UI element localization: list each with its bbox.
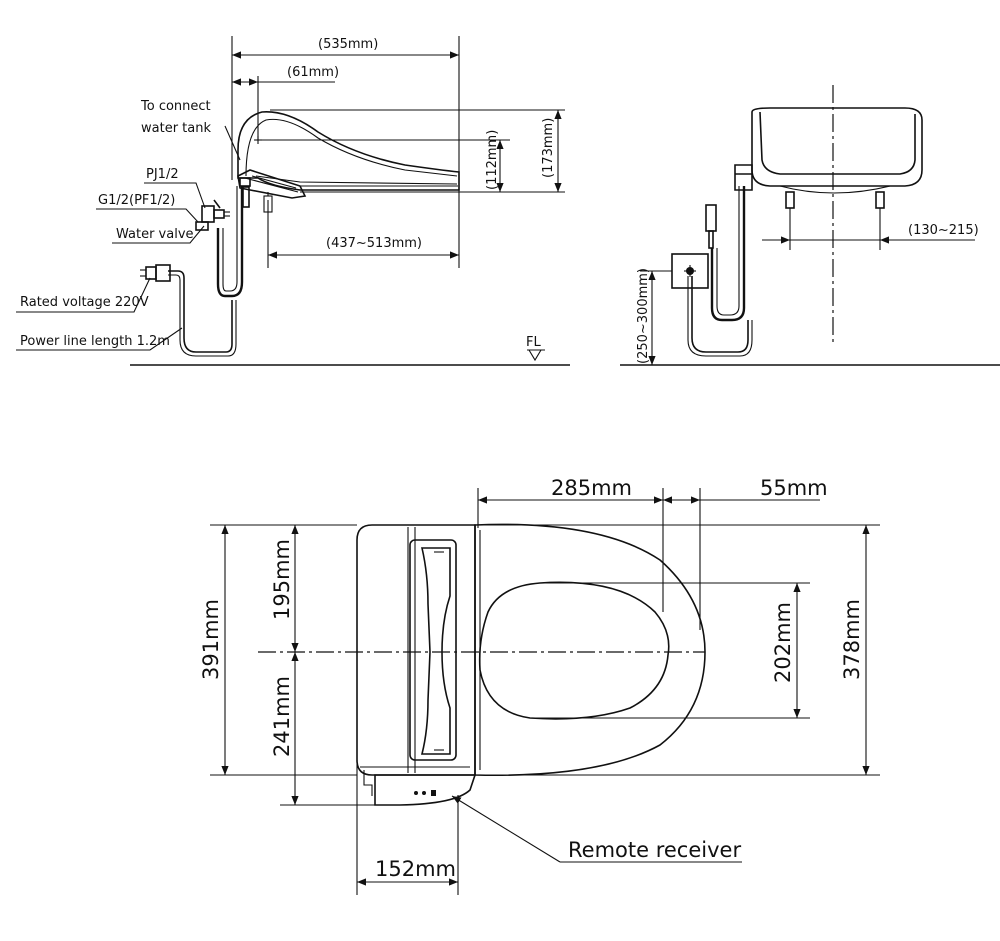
g-thread-label: G1/2(PF1/2) <box>98 193 175 208</box>
dim-130-215-label: (130~215) <box>908 223 979 238</box>
dim-61-label: (61mm) <box>287 65 339 80</box>
connect-label-1: To connect <box>140 99 211 114</box>
seat-side-profile <box>237 111 460 213</box>
side-view: FL (535mm) (61mm) (112mm) (173mm) (437~5… <box>16 36 570 366</box>
water-valve-label: Water valve <box>116 227 194 242</box>
dim-202-label: 202mm <box>771 602 795 683</box>
top-view: 285mm 55mm 391mm 195mm 241mm 202mm 378mm… <box>199 476 880 895</box>
remote-receiver-label: Remote receiver <box>568 838 741 862</box>
main-unit-top <box>356 524 477 806</box>
floor-label: FL <box>526 335 541 350</box>
rear-hose <box>705 186 746 322</box>
dim-152-label: 152mm <box>375 857 456 881</box>
power-length-label: Power line length 1.2m <box>20 334 170 349</box>
dim-241-label: 241mm <box>270 676 294 757</box>
seat-rear-body <box>734 107 923 215</box>
floor-marker: FL <box>526 335 545 362</box>
dim-250-300-label: (250~300mm) <box>636 268 651 364</box>
dim-391-label: 391mm <box>199 599 223 680</box>
dim-535-label: (535mm) <box>318 37 378 52</box>
seat-top-outline <box>474 523 706 777</box>
dim-112-label: (112mm) <box>485 130 500 190</box>
water-hose <box>216 177 251 298</box>
dim-55-label: 55mm <box>760 476 828 500</box>
dim-378-label: 378mm <box>840 599 864 680</box>
water-valve <box>195 199 230 231</box>
dim-437-513-label: (437~513mm) <box>326 236 422 251</box>
dim-173-label: (173mm) <box>541 118 556 178</box>
power-cord <box>140 264 237 357</box>
pj-label: PJ1/2 <box>146 167 179 182</box>
dim-195-label: 195mm <box>270 539 294 620</box>
dim-285-label: 285mm <box>551 476 632 500</box>
connect-label-2: water tank <box>141 121 211 136</box>
rear-view: (130~215) (250~300mm) <box>620 85 1000 366</box>
voltage-label: Rated voltage 220V <box>20 295 149 310</box>
